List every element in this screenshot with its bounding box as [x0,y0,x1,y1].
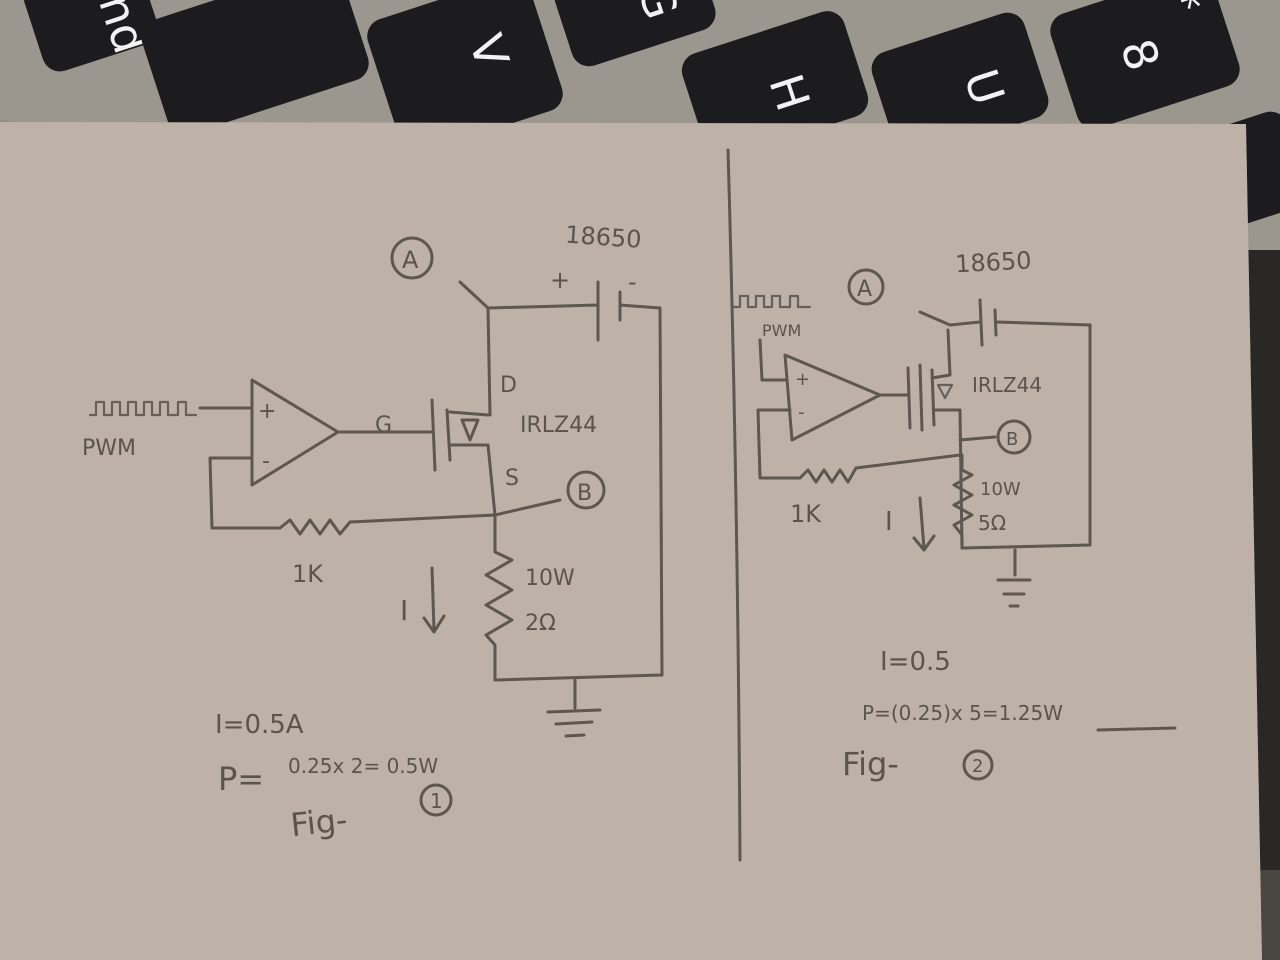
fig2-load-resistor [952,453,974,550]
fig2-load-power-label: 10W [980,479,1021,500]
fig1-node-a-circle [390,236,434,280]
fig1-drain-stub [448,410,490,417]
fig1-feedback-res-label: 1K [292,560,324,588]
fig1-battery-label: 18650 [564,221,642,254]
fig1-wire-drain [486,306,492,417]
fig2-probe-b [958,435,997,442]
fig2-node-b-label: B [1006,429,1018,450]
fig1-node-a-label: A [402,246,419,274]
fig1-opamp-triangle [250,378,340,487]
fig1-eq-power: 0.25x 2= 0.5W [288,754,438,778]
fig2-opamp-minus: - [798,402,805,423]
key-nd [22,0,158,72]
fig1-pwm-label: PWM [82,436,136,461]
fig1-battery-plus: + [550,266,570,294]
fig1-mosfet-label: IRLZ44 [520,413,597,438]
fig2-current-arrow [912,496,936,552]
fig1-channel [445,408,452,462]
fig2-battery-label: 18650 [954,246,1032,278]
fig1-probe-b [493,498,562,517]
fig2-eq-power: P=(0.25)x 5=1.25W [862,701,1063,725]
key-8 [1050,0,1240,129]
fig1-current-label: I [400,594,408,627]
fig1-wire-source [486,443,497,517]
fig1-wire-top-left [486,303,600,310]
fig1-node-b-label: B [577,481,592,506]
paper-shade [0,122,1262,960]
fig2-current-label: I [885,507,893,537]
fig2-wire-minus-input [756,408,802,480]
fig2-wire-plus-input [758,338,787,382]
fig1-node-b-circle [566,470,606,510]
fig2-ground-symbol [996,548,1032,608]
fig1-load-power-label: 10W [525,566,575,591]
key-v [367,0,563,154]
fig1-caption-number: 1 [430,789,443,813]
fig1-ground-symbol [546,678,602,738]
fig1-gate-label: G [375,413,392,438]
fig2-node-a-circle [847,268,885,306]
fig2-feedback-res-label: 1K [790,500,822,528]
key-u [871,12,1049,158]
fig2-caption-circle [962,749,994,781]
fig1-caption-circle [419,783,453,817]
fig2-feedback-resistor [798,453,962,484]
fig2-mosfet-label: IRLZ44 [972,373,1042,397]
fig2-opamp-triangle [783,353,882,442]
fig2-pwm-label: PWM [762,321,801,340]
fig1-drain-label: D [500,373,517,398]
fig1-gate-plate [430,398,437,472]
fig1-pwm-waveform [88,400,198,417]
fig1-probe-a [458,280,490,310]
fig1-load-res-label: 2Ω [525,611,556,636]
fig2-node-a-label: A [857,277,872,302]
fig1-source-label: S [505,466,519,491]
divider-line [726,148,742,862]
fig2-mosfet [906,328,964,550]
fig2-opamp-plus: + [795,369,810,390]
fig1-opamp-plus: + [258,399,276,424]
fig1-wire-return [493,303,664,682]
fig1-opamp-minus: - [262,449,270,474]
paper-sheet [0,122,1262,960]
fig1-eq-power-prefix: P= [218,760,264,798]
fig2-body-diode [936,383,954,400]
fig2-underline [1096,726,1177,732]
key-h [681,11,869,159]
fig2-pwm-waveform [731,294,812,309]
fig1-wire-minus-input [208,456,282,530]
fig2-node-b-circle [996,419,1032,455]
fig1-eq-current: I=0.5A [215,710,304,740]
fig2-battery-wiring [918,298,1092,550]
figure-1: 18650 A + - D IRLZ44 G S B + - [82,221,664,844]
fig1-load-resistor [484,513,514,682]
fig1-feedback-resistor [278,513,497,536]
fig2-eq-current: I=0.5 [880,647,951,677]
key-g [554,0,716,67]
fig1-body-diode [460,418,480,442]
key-blank-1 [141,0,369,135]
fig2-load-res-label: 5Ω [978,511,1006,535]
fig1-caption: Fig- [289,800,349,844]
figure-2: 18650 A PWM + - IRLZ44 B 1K 10W 5Ω I [731,246,1177,783]
fig1-current-arrow [422,566,446,634]
fig2-caption-number: 2 [972,756,983,777]
fig1-battery-minus: - [628,268,637,296]
fig2-caption: Fig- [842,745,899,783]
